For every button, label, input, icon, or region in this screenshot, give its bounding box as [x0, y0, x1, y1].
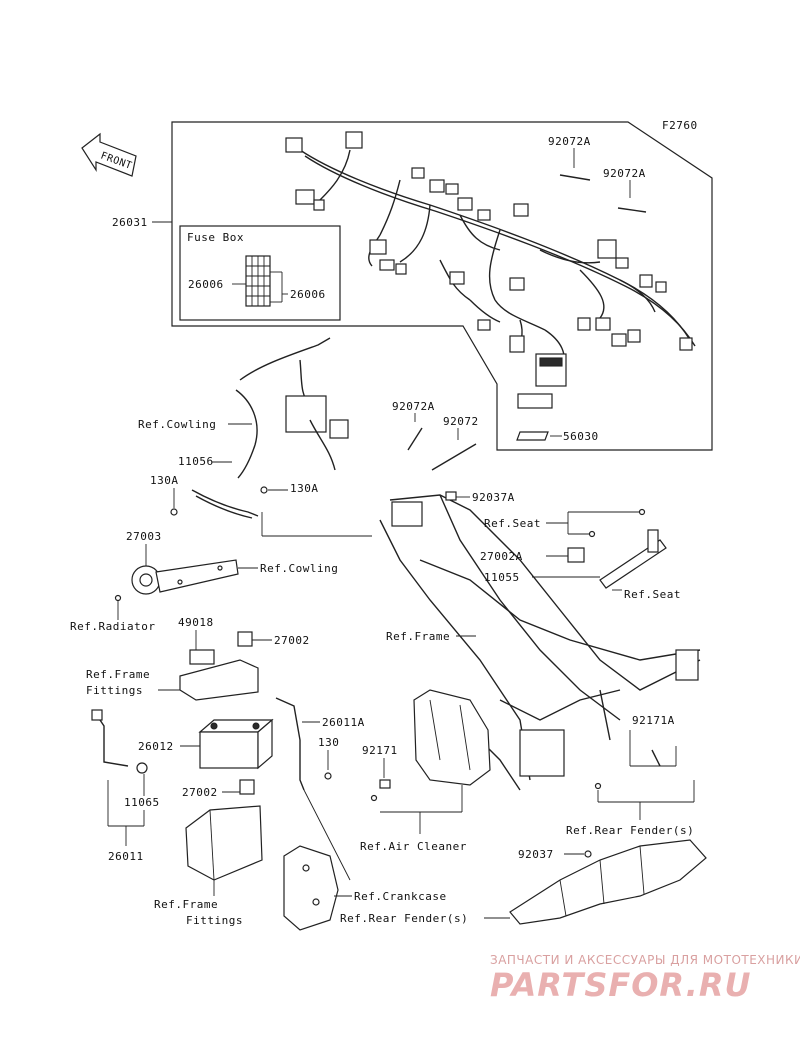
label-92037A: 92037A [472, 491, 515, 504]
seat-bracket [647, 529, 659, 553]
battery-case [185, 805, 263, 881]
label-92037: 92037 [518, 848, 554, 861]
label-27003: 27003 [126, 530, 162, 543]
motorcycle-frame [379, 494, 701, 791]
label-11055: 11055 [484, 571, 520, 584]
label-ref-radiator: Ref.Radiator [70, 620, 155, 633]
label-ref-seat-1: Ref.Seat [484, 517, 541, 530]
figure-code: F2760 [662, 119, 698, 132]
cap-11065 [136, 762, 148, 774]
crankcase-cover [283, 845, 339, 931]
watermark-tagline: ЗАПЧАСТИ И АКСЕССУАРЫ ДЛЯ МОТОТЕХНИКИ [490, 953, 800, 967]
label-26011: 26011 [108, 850, 144, 863]
cable-tie-icon [407, 427, 423, 451]
frame-fitting-bracket [179, 649, 259, 701]
label-ref-seat-2: Ref.Seat [624, 588, 681, 601]
bolt-icon [170, 508, 178, 516]
fuse-box-title: Fuse Box [187, 231, 244, 244]
label-26006-right: 26006 [290, 288, 326, 301]
air-cleaner-housing [413, 689, 491, 786]
clamp-92171 [379, 779, 391, 789]
harness-connectors [285, 131, 693, 387]
cowling-bracket [235, 337, 349, 479]
label-ref-rear-fender-2: Ref.Rear Fender(s) [340, 912, 468, 925]
label-27002-top: 27002 [274, 634, 310, 647]
label-ref-cowling-2: Ref.Cowling [260, 562, 338, 575]
relay-56030 [517, 393, 553, 409]
label-56030: 56030 [563, 430, 599, 443]
horn-27003 [131, 559, 239, 595]
label-ref-frame: Ref.Frame [386, 630, 450, 643]
label-ref-crankcase: Ref.Crankcase [354, 890, 447, 903]
label-92171: 92171 [362, 744, 398, 757]
label-26011A: 26011A [322, 716, 365, 729]
label-ref-frame-fittings-2a: Ref.Frame [154, 898, 218, 911]
label-11056: 11056 [178, 455, 214, 468]
label-26006-left: 26006 [188, 278, 224, 291]
terminal-icon [91, 709, 103, 721]
harness-group-frame [171, 121, 713, 451]
fuse-box-icon [245, 255, 271, 307]
bolt-icon [260, 486, 268, 494]
label-26031: 26031 [112, 216, 148, 229]
battery-cable-26011 [95, 713, 129, 767]
label-92072A-top: 92072A [548, 135, 591, 148]
relay-27002-top [237, 631, 253, 647]
label-11065: 11065 [124, 796, 160, 809]
clamp-92171A [651, 749, 661, 767]
label-92072A-mid: 92072A [603, 167, 646, 180]
bolt-icon [594, 782, 602, 790]
main-wiring-harness [295, 149, 696, 371]
watermark-logo: PARTSFOR.RU [490, 966, 751, 1004]
label-26012: 26012 [138, 740, 174, 753]
label-27002-low: 27002 [182, 786, 218, 799]
label-92072A-low: 92072A [392, 400, 435, 413]
bolt-icon [324, 772, 332, 780]
label-130A-right: 130A [290, 482, 319, 495]
fuse-box-frame [179, 225, 341, 321]
bolt-icon [638, 508, 646, 516]
clip-92037 [584, 850, 592, 858]
cable-tie-icon [559, 174, 591, 181]
label-130: 130 [318, 736, 339, 749]
bracket-56030 [516, 431, 549, 441]
label-92072: 92072 [443, 415, 479, 428]
label-ref-air-cleaner: Ref.Air Cleaner [360, 840, 467, 853]
label-49018: 49018 [178, 616, 214, 629]
label-130A-left: 130A [150, 474, 179, 487]
label-92171A: 92171A [632, 714, 675, 727]
label-ref-cowling-1: Ref.Cowling [138, 418, 216, 431]
cable-tie-icon [617, 207, 647, 213]
bolt-icon [114, 594, 122, 602]
battery-cable-26011A [275, 697, 305, 791]
relay-27002A [567, 547, 585, 563]
bolt-icon [370, 794, 378, 802]
label-ref-frame-fittings-1b: Fittings [86, 684, 143, 697]
label-ref-rear-fender-1: Ref.Rear Fender(s) [566, 824, 694, 837]
rear-fender [509, 839, 707, 925]
bolt-icon [588, 530, 596, 538]
clip-92037A [445, 491, 457, 501]
front-arrow-icon: FRONT [81, 132, 137, 177]
cable-tie-icon [431, 443, 477, 471]
label-27002A: 27002A [480, 550, 523, 563]
label-ref-frame-fittings-1a: Ref.Frame [86, 668, 150, 681]
label-ref-frame-fittings-2b: Fittings [186, 914, 243, 927]
relay-27002-low [239, 779, 255, 795]
battery-26012 [198, 718, 274, 770]
bracket-11056 [191, 489, 259, 517]
